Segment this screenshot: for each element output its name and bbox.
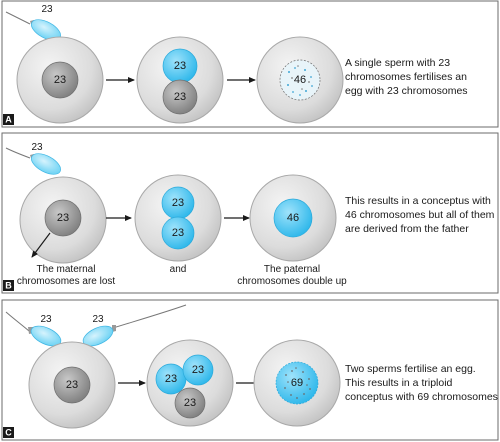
sperm-c2-label: 23 bbox=[92, 314, 104, 325]
paternal-pronucleus-label: 23 bbox=[174, 60, 186, 72]
caption-line: A single sperm with 23 bbox=[345, 57, 450, 69]
diploid-nucleus-label: 46 bbox=[287, 212, 299, 224]
caption-b: This results in a conceptus with 46 chro… bbox=[345, 195, 495, 235]
caption-line: This results in a conceptus with bbox=[345, 195, 491, 207]
maternal-nucleus-label: 23 bbox=[54, 74, 66, 86]
panel-badge bbox=[3, 280, 14, 291]
caption-line: 46 chromosomes but all of them bbox=[345, 209, 495, 221]
triploid-nucleus-label: 69 bbox=[291, 377, 303, 389]
sperm-icon bbox=[5, 147, 61, 175]
diploid-nucleus-label: 46 bbox=[294, 74, 306, 86]
note-mid: and bbox=[170, 264, 187, 275]
diploid-nucleus bbox=[279, 59, 321, 101]
sperm-icon bbox=[82, 304, 187, 347]
sperm-a-label: 23 bbox=[41, 4, 53, 15]
paternal-pronucleus-label: 23 bbox=[192, 364, 204, 376]
maternal-pronucleus-label: 23 bbox=[174, 91, 186, 103]
arrow-icon bbox=[31, 232, 51, 258]
caption-line: conceptus with 69 chromosomes bbox=[345, 391, 498, 403]
caption-line: Two sperms fertilise an egg. bbox=[345, 363, 476, 375]
note-right-line: chromosomes double up bbox=[237, 276, 347, 287]
diploid-nucleus bbox=[273, 198, 313, 238]
paternal-pronucleus-label: 23 bbox=[172, 227, 184, 239]
maternal-nucleus-label: 23 bbox=[57, 212, 69, 224]
paternal-pronucleus bbox=[161, 216, 195, 250]
paternal-pronucleus-label: 23 bbox=[172, 197, 184, 209]
chromosome-speckles bbox=[284, 367, 311, 399]
panel-badge-label: B bbox=[5, 280, 12, 290]
caption-line: This results in a triploid bbox=[345, 377, 453, 389]
panel-a: 23 23 23 23 46 A single sperm with 23 ch… bbox=[1, 0, 499, 128]
note-left-line: The maternal bbox=[37, 264, 96, 275]
maternal-pronucleus bbox=[174, 387, 206, 419]
maternal-nucleus bbox=[44, 199, 82, 237]
caption-line: chromosomes fertilises an bbox=[345, 71, 467, 83]
chromosome-speckles bbox=[287, 67, 313, 96]
note-right-line: The paternal bbox=[264, 264, 320, 275]
caption-a: A single sperm with 23 chromosomes ferti… bbox=[345, 57, 468, 97]
maternal-pronucleus bbox=[162, 79, 198, 115]
panel-badge-label: C bbox=[5, 427, 12, 437]
caption-line: egg with 23 chromosomes bbox=[345, 85, 468, 97]
caption-c: Two sperms fertilise an egg. This result… bbox=[345, 363, 498, 403]
panel-b: 23 23 23 23 46 This results in a concept… bbox=[1, 132, 499, 294]
maternal-nucleus bbox=[53, 366, 91, 404]
maternal-nucleus-label: 23 bbox=[66, 379, 78, 391]
sperm-b-label: 23 bbox=[31, 142, 43, 153]
panel-badge-label: A bbox=[5, 114, 12, 124]
panel-badge bbox=[3, 427, 14, 438]
sperm-c1-label: 23 bbox=[40, 314, 52, 325]
triploid-nucleus bbox=[275, 361, 319, 405]
sperm-icon bbox=[5, 311, 62, 347]
paternal-pronucleus-label: 23 bbox=[165, 373, 177, 385]
caption-line: are derived from the father bbox=[345, 223, 469, 235]
maternal-nucleus bbox=[41, 61, 79, 99]
note-left-line: chromosomes are lost bbox=[17, 276, 116, 287]
paternal-pronucleus bbox=[182, 354, 214, 386]
maternal-pronucleus-label: 23 bbox=[184, 397, 196, 409]
panel-c: 23 23 23 23 23 23 69 Two sperms fertili bbox=[1, 299, 499, 441]
panel-badge bbox=[3, 114, 14, 125]
